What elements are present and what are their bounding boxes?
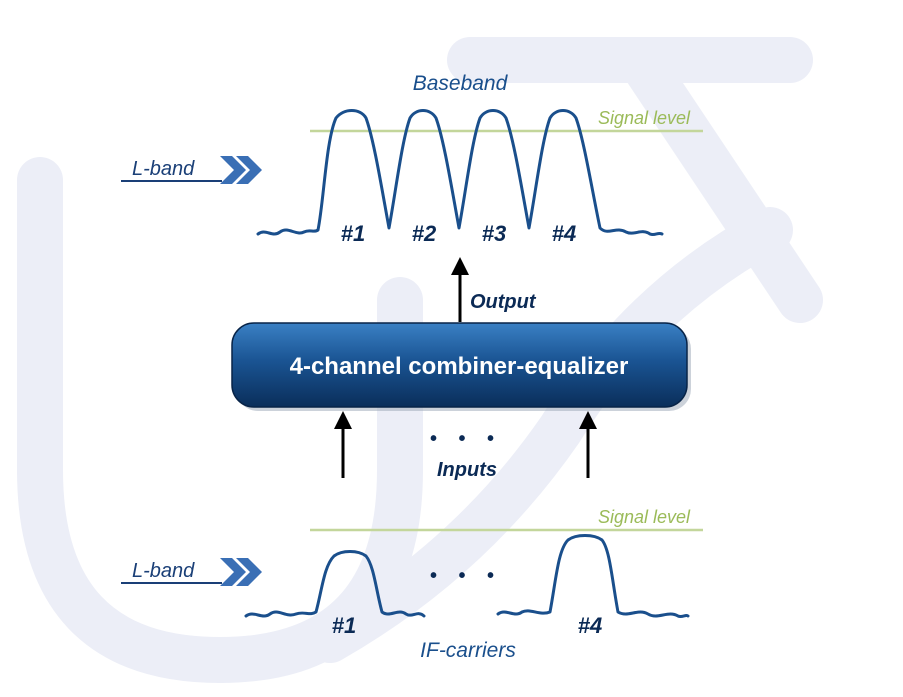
lband-label-bottom: L-band (132, 560, 195, 582)
baseband-channel-4: #4 (552, 221, 576, 246)
lband-label-top-group: L-band (121, 156, 262, 184)
lband-label-bottom-group: L-band (121, 558, 262, 586)
baseband-title: Baseband (413, 72, 509, 95)
baseband-spectrum (256, 109, 664, 237)
inputs-label: Inputs (437, 459, 497, 481)
watermark-logo (17, 37, 823, 684)
if-carriers-title: IF-carriers (420, 639, 516, 662)
signal-level-label-bottom: Signal level (598, 507, 691, 527)
double-chevron-icon (220, 558, 262, 586)
if-carrier-1-spectrum (244, 550, 426, 618)
if-carrier-1-label: #1 (332, 613, 356, 638)
combiner-label: 4-channel combiner-equalizer (290, 353, 629, 380)
baseband-channel-1: #1 (341, 221, 365, 246)
if-carrier-4-spectrum (496, 534, 690, 619)
inputs-ellipsis: • • • (430, 428, 502, 450)
carriers-ellipsis: • • • (430, 565, 502, 587)
if-carrier-4-label: #4 (578, 613, 602, 638)
combiner-box (231, 322, 688, 408)
double-chevron-icon (220, 156, 262, 184)
lband-label-top: L-band (132, 158, 195, 180)
baseband-channel-2: #2 (412, 221, 437, 246)
baseband-channel-3: #3 (482, 221, 506, 246)
signal-level-label-top: Signal level (598, 108, 691, 128)
output-label: Output (470, 291, 537, 313)
